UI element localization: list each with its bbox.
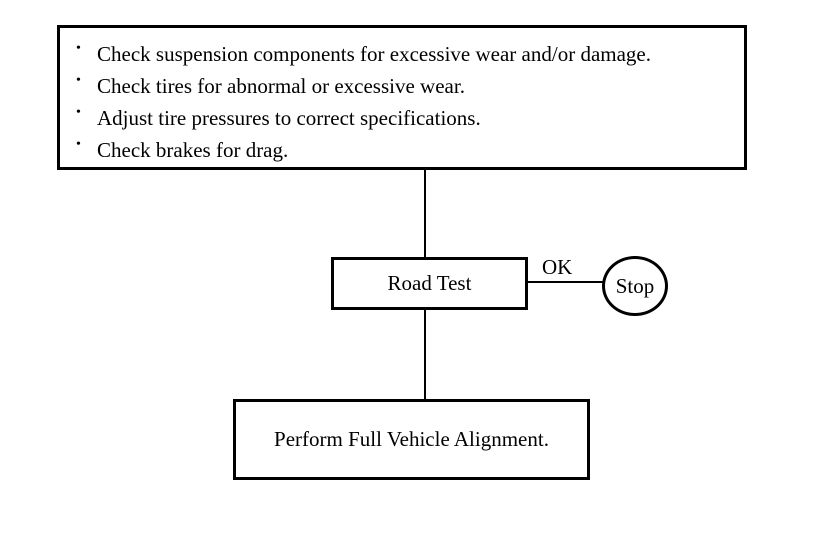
list-item: • Adjust tire pressures to correct specif…: [76, 102, 744, 134]
connector-line-bottom: [424, 309, 426, 401]
ok-label: OK: [542, 255, 573, 279]
pre-check-list: • Check suspension components for excessi…: [76, 38, 744, 166]
list-item-text: Check tires for abnormal or excessive we…: [97, 74, 465, 98]
stop-circle: Stop: [602, 256, 668, 316]
list-item: • Check suspension components for excessi…: [76, 38, 744, 70]
connector-line-ok: [527, 281, 605, 283]
list-item: • Check brakes for drag.: [76, 134, 744, 166]
road-test-label: Road Test: [387, 271, 472, 295]
list-item-text: Check suspension components for excessiv…: [97, 42, 651, 66]
stop-label: Stop: [615, 273, 655, 298]
list-item-text: Adjust tire pressures to correct specifi…: [97, 106, 481, 130]
alignment-label: Perform Full Vehicle Alignment.: [274, 427, 549, 451]
connector-line-top: [424, 170, 426, 258]
bullet-icon: •: [76, 137, 81, 152]
bullet-icon: •: [76, 105, 81, 120]
pre-check-box: • Check suspension components for excessi…: [57, 25, 747, 170]
bullet-icon: •: [76, 41, 81, 56]
list-item: • Check tires for abnormal or excessive w…: [76, 70, 744, 102]
road-test-box: Road Test: [331, 257, 528, 310]
list-item-text: Check brakes for drag.: [97, 138, 289, 162]
alignment-box: Perform Full Vehicle Alignment.: [233, 399, 590, 480]
bullet-icon: •: [76, 73, 81, 88]
